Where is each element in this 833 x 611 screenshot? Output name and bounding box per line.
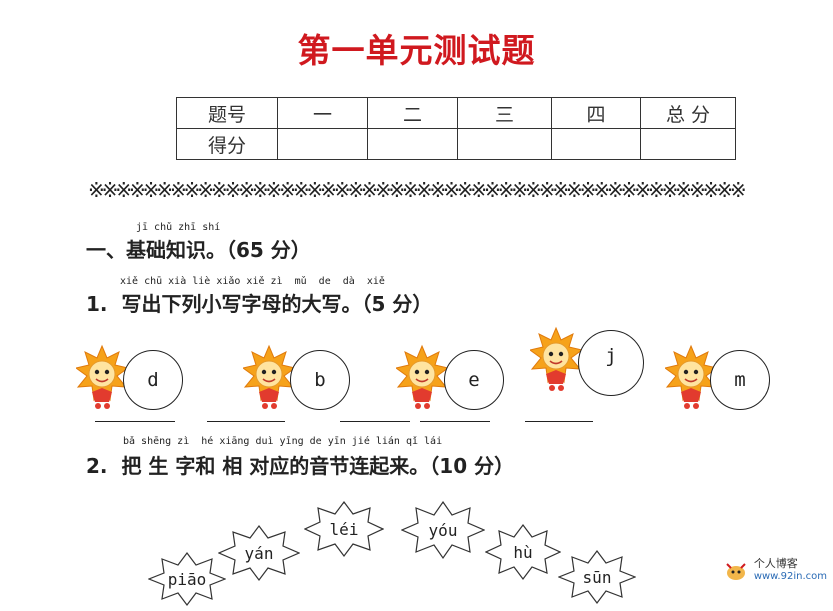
page-title: 第一单元测试题 xyxy=(297,31,536,70)
table-cell: 四 xyxy=(551,97,641,129)
table-cell: 得分 xyxy=(176,128,278,160)
syllable-card-hu[interactable]: hù xyxy=(484,523,562,581)
watermark: 个人博客 www.92in.com xyxy=(722,558,827,583)
syllable-card-yan[interactable]: yán xyxy=(217,524,301,582)
q1-heading: 1. 写出下列小写字母的大写。（5 分） xyxy=(86,292,433,316)
sun-mascot-icon xyxy=(76,345,128,410)
answer-blank-2[interactable] xyxy=(207,421,285,422)
score-input-cell[interactable] xyxy=(277,128,368,160)
answer-blank-4[interactable] xyxy=(420,421,490,422)
sun-mascot-icon xyxy=(396,345,448,410)
letter-circle-d: d xyxy=(123,350,183,410)
score-table-header-row: 题号 一 二 三 四 总 分 xyxy=(176,97,736,129)
q2-pinyin: bǎ shēng zì hé xiāng duì yīng de yīn jié… xyxy=(123,436,443,447)
table-cell: 一 xyxy=(277,97,368,129)
answer-blank-1[interactable] xyxy=(95,421,175,422)
answer-blank-5[interactable] xyxy=(525,421,593,422)
syllable-text: yóu xyxy=(428,520,458,540)
watermark-url: www.92in.com xyxy=(753,571,827,582)
score-input-cell[interactable] xyxy=(367,128,458,160)
sun-mascot-icon xyxy=(243,345,295,410)
score-input-cell[interactable] xyxy=(457,128,552,160)
letter-circle-j: j xyxy=(578,330,644,396)
syllable-text: sūn xyxy=(582,567,612,587)
syllable-card-piao[interactable]: piāo xyxy=(147,551,227,607)
q2-heading: 2. 把 生 字和 相 对应的音节连起来。（10 分） xyxy=(86,454,515,478)
letter-circle-m: m xyxy=(710,350,770,410)
syllable-text: hù xyxy=(513,542,533,562)
score-table: 题号 一 二 三 四 总 分 得分 xyxy=(176,97,736,160)
section1-pinyin: jī chǔ zhī shí xyxy=(136,222,221,233)
watermark-name: 个人博客 xyxy=(753,557,798,570)
table-cell: 题号 xyxy=(176,97,278,129)
syllable-text: yán xyxy=(244,543,274,563)
syllable-card-sun[interactable]: sūn xyxy=(557,549,637,605)
table-cell: 二 xyxy=(367,97,458,129)
syllable-text: piāo xyxy=(167,569,207,589)
mascot-logo-icon xyxy=(726,562,747,580)
table-cell: 总 分 xyxy=(640,97,736,129)
answer-blank-3[interactable] xyxy=(340,421,410,422)
section1-heading: 一、基础知识。（65 分） xyxy=(86,238,311,262)
sun-mascot-icon xyxy=(530,327,582,392)
syllable-card-you[interactable]: yóu xyxy=(400,500,486,560)
syllable-card-lei[interactable]: léi xyxy=(303,500,385,558)
table-cell: 三 xyxy=(457,97,552,129)
divider-line: ※※※※※※※※※※※※※※※※※※※※※※※※※※※※※※※※※※※※※※※※… xyxy=(88,178,747,202)
letter-circle-b: b xyxy=(290,350,350,410)
score-input-cell[interactable] xyxy=(640,128,736,160)
score-table-score-row: 得分 xyxy=(176,128,736,160)
letter-circle-e: e xyxy=(444,350,504,410)
q1-pinyin: xiě chū xià liè xiǎo xiě zì mǔ de dà xiě xyxy=(120,276,385,287)
score-input-cell[interactable] xyxy=(551,128,641,160)
syllable-text: léi xyxy=(329,519,359,539)
